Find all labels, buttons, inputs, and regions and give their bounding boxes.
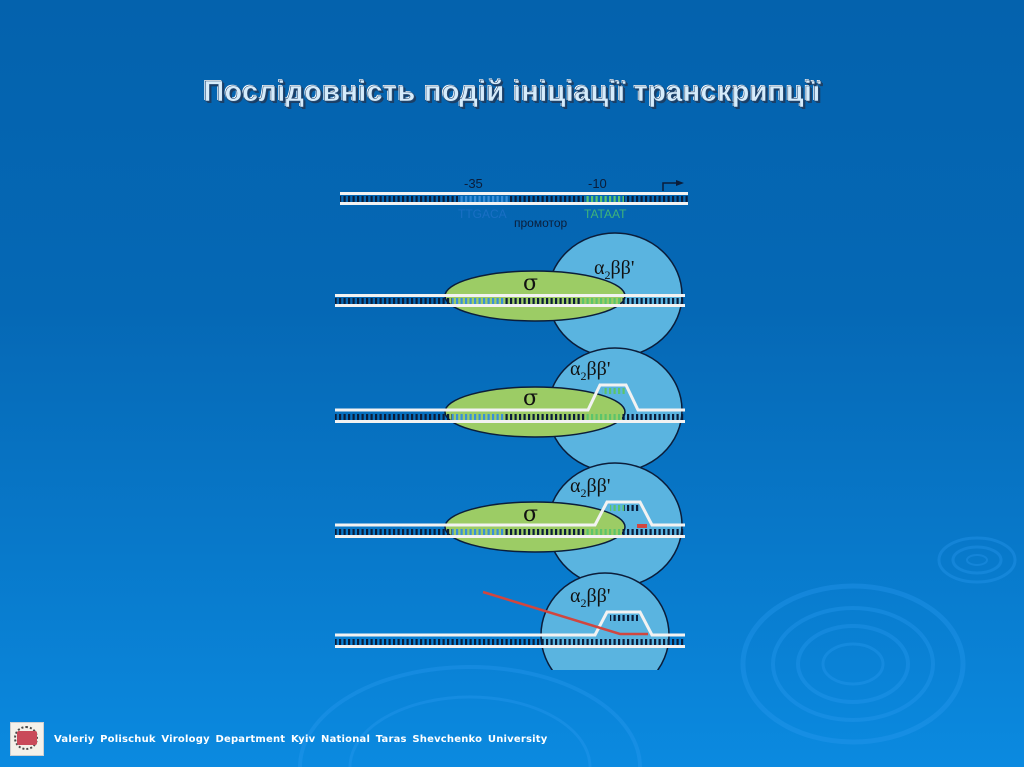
core-label-3: α2ββ' [570, 475, 611, 500]
sigma-label-2: σ [523, 386, 539, 411]
rna-transcript-shape [482, 590, 648, 636]
footer: Valeriy Polischuk Virology Department Ky… [10, 722, 548, 756]
minus10-label: -10 [588, 176, 607, 191]
diagram-graphics [335, 180, 688, 670]
minus35-label: -35 [464, 176, 483, 191]
promoter-label: промотор [514, 216, 568, 230]
promoter-dna [340, 180, 688, 205]
stage-open-complex [335, 347, 685, 473]
minus35-sequence: TTGACA [458, 207, 507, 221]
university-emblem-icon [10, 722, 44, 756]
minus10-sequence: TATAAT [584, 207, 627, 221]
core-label-4: α2ββ' [570, 585, 611, 610]
sigma-label-3: σ [523, 502, 539, 527]
core-label-2: α2ββ' [570, 358, 611, 383]
core-label-1: α2ββ' [594, 257, 635, 282]
slide-title: Послідовність подій ініціації транскрипц… [203, 76, 821, 109]
stage-closed-complex [335, 232, 685, 358]
bent-arrow-right-icon [662, 180, 684, 191]
stage-initiation [335, 462, 685, 588]
transcription-initiation-diagram: -35 -10 TTGACA TATAAT промотор σ α2ββ' σ… [330, 170, 700, 670]
stage-elongation [335, 572, 685, 670]
rna-primer-shape [637, 524, 647, 528]
sigma-label-1: σ [523, 271, 539, 296]
footer-credit: Valeriy Polischuk Virology Department Ky… [54, 733, 548, 745]
